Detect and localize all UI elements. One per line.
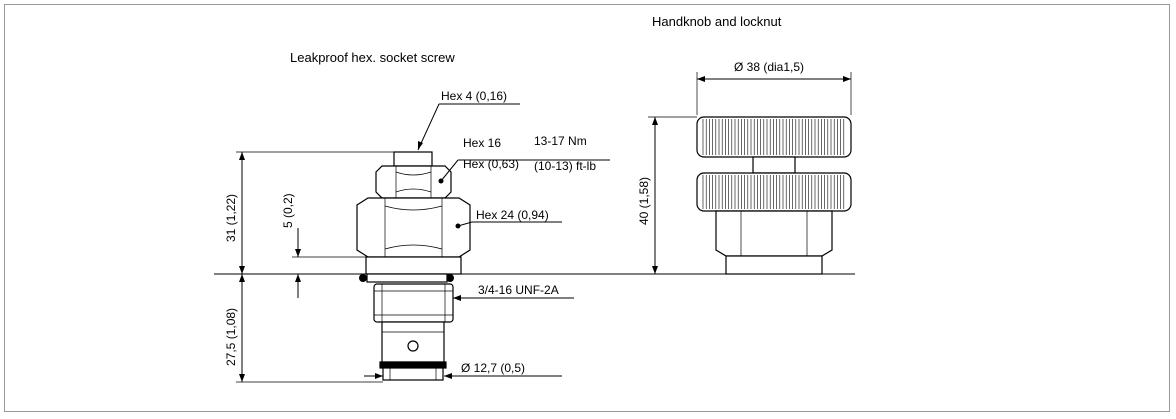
hex16-inch-label: Hex (0,63) (463, 157, 519, 171)
dim-5-label: 5 (0,2) (281, 193, 295, 228)
thread-label: 3/4-16 UNF-2A (478, 283, 559, 297)
knob-neck (752, 156, 796, 174)
torque-ftlb-label: (10-13) ft-lb (534, 159, 596, 173)
handknob-title: Handknob and locknut (652, 14, 782, 29)
leader-lines (364, 103, 610, 379)
o-ring-right (446, 274, 454, 282)
hex16-nut (375, 165, 452, 199)
tip (382, 367, 444, 381)
collar (365, 256, 462, 275)
dimension-40 (648, 116, 697, 274)
dimension-5 (292, 228, 366, 298)
knob-hex (715, 210, 833, 257)
knob-base (725, 255, 823, 275)
o-ring-left (359, 274, 367, 282)
hex4-label: Hex 4 (0,16) (441, 89, 507, 103)
dimension-38 (696, 72, 852, 115)
side-port (407, 340, 419, 352)
drawing-frame (4, 4, 1170, 412)
dim-40-label: 40 (1,58) (637, 177, 651, 225)
dim-31-label: 31 (1,22) (224, 194, 238, 242)
screw-title: Leakproof hex. socket screw (290, 50, 455, 65)
torque-nm-label: 13-17 Nm (534, 134, 587, 148)
hex16-label: Hex 16 (463, 136, 501, 150)
valve-cartridge (356, 151, 471, 381)
hex24-label: Hex 24 (0,94) (476, 208, 549, 222)
dim-275-label: 27,5 (1,08) (224, 308, 238, 366)
diameter-knob-label: Ø 38 (dia1,5) (734, 60, 804, 74)
hex24-nut (356, 197, 471, 258)
dimension-275 (236, 274, 383, 383)
dimension-31 (236, 151, 394, 274)
thread-section (373, 283, 454, 323)
handknob (696, 116, 852, 275)
hex4-socket (393, 151, 433, 167)
diameter-small-label: Ø 12,7 (0,5) (461, 361, 525, 375)
